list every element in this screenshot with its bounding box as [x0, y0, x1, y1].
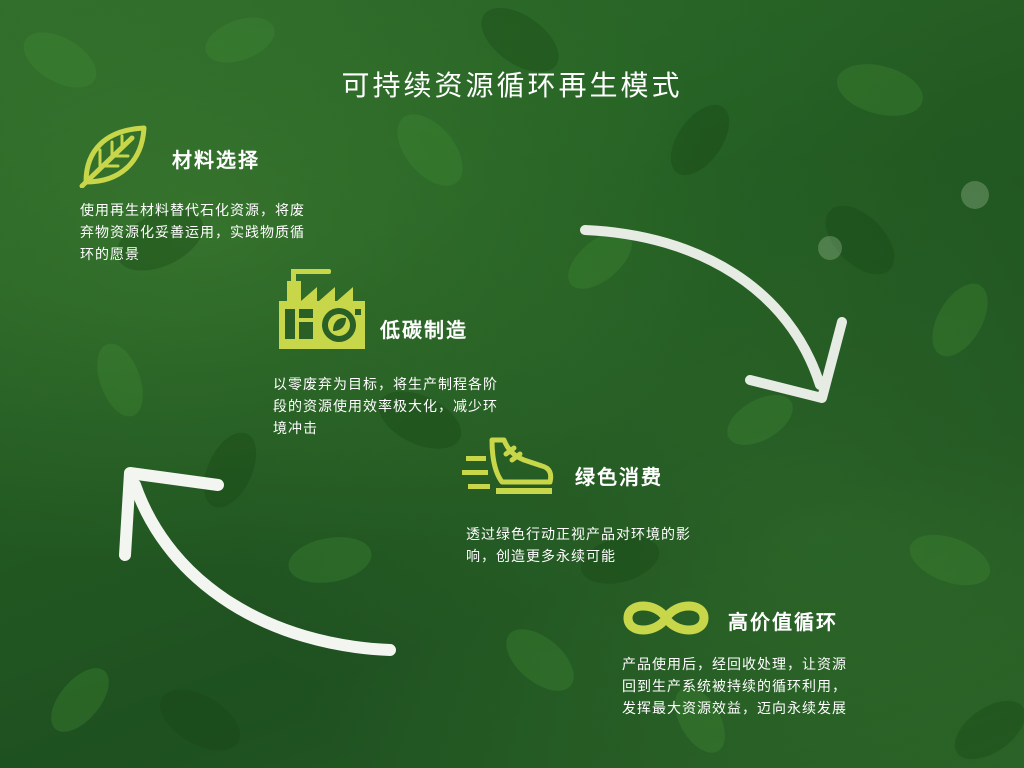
infinity-icon	[623, 601, 709, 635]
desc-line: 弃物资源化妥善运用，实践物质循	[80, 225, 305, 241]
leaf-icon	[79, 125, 147, 188]
step-title-material: 材料选择	[172, 148, 260, 172]
desc-line: 产品使用后，经回收处理，让资源	[622, 657, 847, 673]
step-desc-manufacturing: 以零废弃为目标，将生产制程各阶 段的资源使用效率极大化，减少环 境冲击	[273, 374, 498, 440]
step-title-consumption: 绿色消费	[575, 465, 663, 489]
step-desc-consumption: 透过绿色行动正视产品对环境的影 响，创造更多永续可能	[466, 524, 691, 568]
desc-line: 以零废弃为目标，将生产制程各阶	[273, 377, 498, 393]
desc-line: 段的资源使用效率极大化，减少环	[273, 399, 498, 415]
step-title-manufacturing: 低碳制造	[380, 318, 468, 342]
desc-line: 环的愿景	[80, 247, 140, 263]
desc-line: 使用再生材料替代石化资源，将废	[80, 203, 305, 219]
shoe-icon	[462, 437, 554, 494]
page-title: 可持续资源循环再生模式	[341, 69, 683, 102]
desc-line: 响，创造更多永续可能	[466, 549, 616, 565]
step-desc-circulation: 产品使用后，经回收处理，让资源 回到生产系统被持续的循环利用， 发挥最大资源效益…	[622, 654, 847, 720]
step-desc-material: 使用再生材料替代石化资源，将废 弃物资源化妥善运用，实践物质循 环的愿景	[80, 200, 305, 266]
factory-icon	[279, 269, 365, 349]
desc-line: 透过绿色行动正视产品对环境的影	[466, 527, 691, 543]
arrow-down-right	[580, 225, 847, 403]
desc-line: 回到生产系统被持续的循环利用，	[622, 679, 847, 695]
desc-line: 发挥最大资源效益，迈向永续发展	[622, 701, 847, 717]
arrow-up-left	[119, 467, 396, 656]
step-title-circulation: 高价值循环	[728, 610, 838, 634]
desc-line: 境冲击	[273, 421, 318, 437]
